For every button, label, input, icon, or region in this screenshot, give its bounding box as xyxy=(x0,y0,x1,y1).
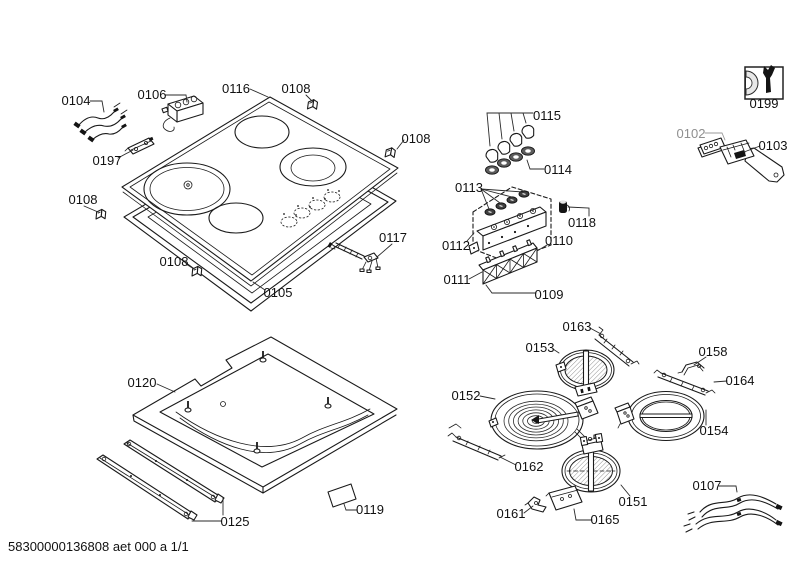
fixing-clip-0108-left xyxy=(95,208,107,221)
mounting-rail-0125-b xyxy=(96,454,198,521)
part-label-0119[interactable]: 0119 xyxy=(356,502,384,517)
part-label-0115[interactable]: 0115 xyxy=(533,108,561,123)
part-label-0108-bottom[interactable]: 0108 xyxy=(160,254,189,269)
burner-zone-right xyxy=(279,147,347,187)
part-label-0165[interactable]: 0165 xyxy=(591,512,620,527)
part-label-0117[interactable]: 0117 xyxy=(379,230,407,245)
part-label-0154[interactable]: 0154 xyxy=(700,423,729,438)
heating-element-0153 xyxy=(555,349,615,397)
scraper-blades-0102 xyxy=(697,137,726,158)
part-label-0164[interactable]: 0164 xyxy=(726,373,755,388)
bracket-0165 xyxy=(545,485,583,511)
heating-element-0154 xyxy=(614,390,705,442)
part-label-0125[interactable]: 0125 xyxy=(221,514,250,529)
part-label-0113[interactable]: 0113 xyxy=(455,180,483,195)
part-label-0151[interactable]: 0151 xyxy=(619,494,648,509)
heating-element-0152 xyxy=(488,390,599,450)
part-label-0118[interactable]: 0118 xyxy=(568,215,596,230)
service-tool-icon-0199 xyxy=(744,65,784,100)
burner-zone-left-large xyxy=(143,162,231,216)
fixing-clip-0108-right xyxy=(384,146,397,159)
plate-0119 xyxy=(327,483,357,508)
part-label-0108-top[interactable]: 0108 xyxy=(282,81,311,96)
wiring-harness-0107 xyxy=(683,494,783,533)
burner-zone-rear xyxy=(234,115,290,149)
part-label-0162[interactable]: 0162 xyxy=(515,459,544,474)
bracket-0158 xyxy=(677,361,705,376)
part-label-0105[interactable]: 0105 xyxy=(264,285,293,300)
bracket-0162 xyxy=(447,423,506,461)
terminal-block-0106 xyxy=(161,95,204,132)
part-label-0199[interactable]: 0199 xyxy=(750,96,779,111)
part-label-0110[interactable]: 0110 xyxy=(545,233,573,248)
part-label-0104[interactable]: 0104 xyxy=(62,93,91,108)
part-label-0106[interactable]: 0106 xyxy=(138,87,167,102)
shaft-caps-0113 xyxy=(484,190,530,216)
bracket-0163 xyxy=(594,326,640,367)
part-label-0116[interactable]: 0116 xyxy=(222,81,250,96)
touch-control-area xyxy=(280,189,341,228)
part-label-0163[interactable]: 0163 xyxy=(563,319,592,334)
heating-element-0151 xyxy=(561,432,621,493)
part-label-0107[interactable]: 0107 xyxy=(693,478,722,493)
glass-scraper-0103 xyxy=(719,139,785,183)
part-label-0102[interactable]: 0102 xyxy=(677,126,706,141)
leader-lines xyxy=(83,88,761,522)
mounting-rail-0125-a xyxy=(123,439,225,504)
part-label-0108-right[interactable]: 0108 xyxy=(402,131,431,146)
switch-housing-0109 xyxy=(478,239,538,285)
component-0118 xyxy=(559,200,571,213)
part-label-0103[interactable]: 0103 xyxy=(759,138,788,153)
base-pan-0120 xyxy=(132,336,398,494)
glass-panel xyxy=(121,96,399,287)
part-label-0114[interactable]: 0114 xyxy=(544,162,572,177)
switch-unit-0112 xyxy=(468,186,552,263)
bracket-0161 xyxy=(524,496,547,513)
burner-plate-glyph xyxy=(745,70,759,96)
part-label-0152[interactable]: 0152 xyxy=(452,388,481,403)
wiring-harness-0104 xyxy=(73,102,128,143)
document-reference: 58300000136808 aet 000 a 1/1 xyxy=(8,539,189,554)
part-label-0109[interactable]: 0109 xyxy=(535,287,564,302)
part-label-0120[interactable]: 0120 xyxy=(128,375,157,390)
part-labels: 0104 0106 0116 0108 0108 0197 0108 0108 … xyxy=(62,81,788,529)
hinge-0117 xyxy=(327,242,381,274)
part-label-0197[interactable]: 0197 xyxy=(93,153,122,168)
part-label-0158[interactable]: 0158 xyxy=(699,344,728,359)
bracket-0164 xyxy=(653,369,716,396)
part-label-0108-left[interactable]: 0108 xyxy=(69,192,98,207)
part-label-0111[interactable]: 0111 xyxy=(444,272,471,287)
part-label-0112[interactable]: 0112 xyxy=(442,238,470,253)
wrench-icon xyxy=(763,65,775,93)
part-label-0161[interactable]: 0161 xyxy=(497,506,526,521)
burner-zone-front xyxy=(208,202,264,234)
bracket-0197 xyxy=(124,136,155,155)
part-label-0153[interactable]: 0153 xyxy=(526,340,555,355)
fixing-clip-0108-top xyxy=(306,98,319,111)
